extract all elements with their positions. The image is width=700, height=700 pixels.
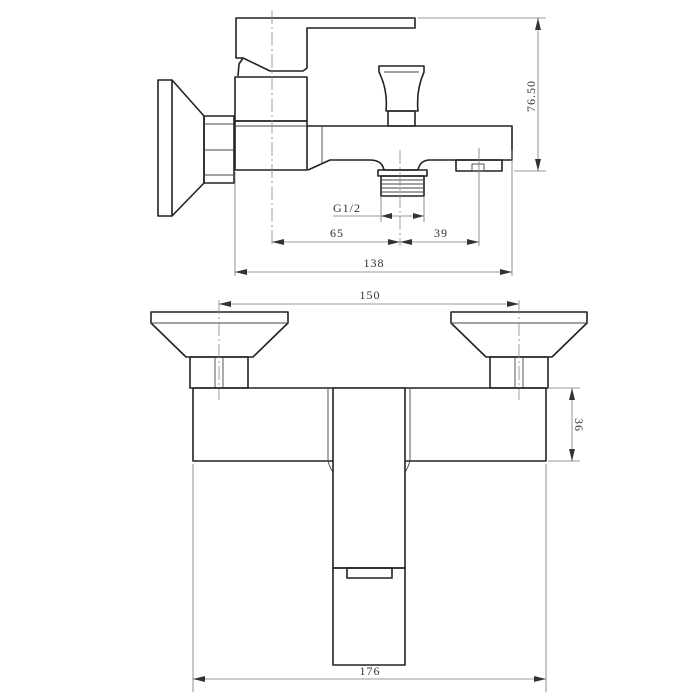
- lever-handle: [235, 17, 416, 77]
- dimension-label: 36: [572, 418, 586, 432]
- dimension-label: G1/2: [333, 201, 361, 215]
- dimension-label: 65: [330, 226, 344, 240]
- spout: [307, 125, 513, 177]
- dimension-inlet-centers: 150: [219, 288, 519, 307]
- thread-connector: [380, 175, 425, 197]
- diverter-knob: [378, 65, 425, 127]
- dimension-width: 176: [192, 464, 547, 692]
- dimension-height: 76.50: [418, 17, 546, 172]
- dimension-label: 138: [364, 256, 385, 270]
- dimension-65-39: 65 39: [272, 226, 479, 245]
- cartridge-body: [234, 76, 308, 171]
- dimension-label: 150: [360, 288, 381, 302]
- dimension-label: 176: [360, 664, 381, 678]
- side-view: 76.50 G1/2 65 39 138: [157, 10, 546, 276]
- front-view: 150: [150, 288, 588, 692]
- dimension-thread: G1/2: [333, 196, 425, 222]
- left-wall-flange: [150, 311, 289, 389]
- dimension-label: 39: [434, 226, 448, 240]
- spout-front: [332, 387, 406, 666]
- dimension-depth: 138: [234, 150, 513, 276]
- dimension-body-height: 36: [548, 387, 586, 462]
- wall-flange: [157, 79, 235, 217]
- dimension-label: 76.50: [524, 80, 538, 112]
